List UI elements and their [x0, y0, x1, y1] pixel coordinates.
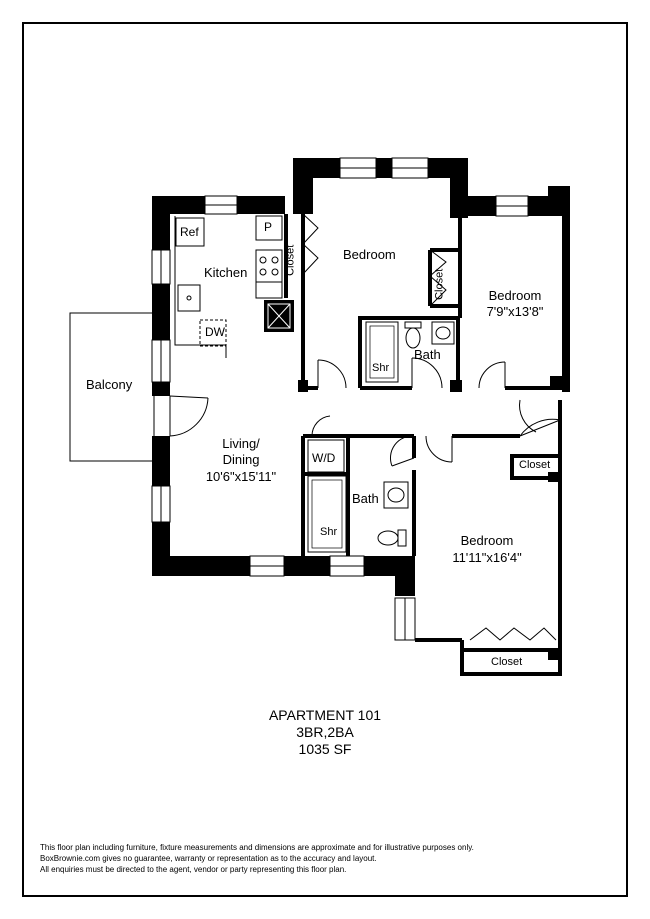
pantry-fixture [255, 215, 283, 241]
bedroom3-label: Bedroom [460, 533, 514, 548]
apartment-area: 1035 SF [298, 741, 352, 757]
pantry-label: P [264, 220, 273, 234]
kitchen-label: Kitchen [204, 265, 248, 280]
disclaimer-line-3: All enquiries must be directed to the ag… [40, 865, 347, 874]
bedroom2-dimensions: 7'9"x13'8" [486, 304, 544, 319]
balcony-label: Balcony [86, 377, 133, 392]
sink-fixture [177, 284, 201, 312]
disclaimer-line-2: BoxBrownie.com gives no guarantee, warra… [40, 854, 377, 863]
living-dimensions: 10'6"x15'11" [205, 469, 277, 484]
hall-closet-label: Closet [519, 459, 551, 471]
bath1-label: Bath [414, 347, 441, 362]
disclaimer-line-1: This floor plan including furniture, fix… [40, 843, 474, 852]
kitchen-closet-label: Closet [284, 244, 297, 276]
bedroom3-closet-label: Closet [491, 656, 523, 668]
dishwasher-label: DW [205, 325, 225, 339]
bath2-label: Bath [352, 491, 379, 506]
doors [169, 213, 561, 641]
washer-dryer-fixture [307, 439, 345, 473]
dining-label: Dining [222, 452, 260, 467]
shower2-label: Shr [320, 526, 338, 538]
washer-dryer-label: W/D [312, 451, 336, 465]
stove-fixture [255, 249, 283, 283]
apartment-title: APARTMENT 101 3BR,2BA 1035 SF [0, 707, 650, 758]
wall-stubs [298, 376, 564, 660]
disclaimer: This floor plan including furniture, fix… [40, 842, 600, 875]
balcony-area [69, 312, 155, 462]
bedroom1-label: Bedroom [343, 247, 396, 262]
apartment-layout: 3BR,2BA [296, 724, 354, 740]
ref-label: Ref [180, 225, 199, 239]
dishwasher-fixture [199, 319, 227, 347]
page-border [22, 22, 628, 897]
interior-walls [284, 214, 566, 676]
living-label: Living/ [222, 436, 260, 451]
refrigerator-fixture [175, 217, 205, 247]
apartment-name: APARTMENT 101 [268, 707, 382, 723]
bedroom3-dimensions: 11'11"x16'4" [452, 550, 522, 565]
bedroom2-closet-label: Closet [433, 268, 446, 300]
shower-fixture-1 [365, 321, 399, 383]
shower-fixture-2 [307, 475, 347, 553]
shower1-label: Shr [372, 362, 390, 374]
fixtures [174, 215, 455, 553]
bedroom2-label: Bedroom [488, 288, 542, 303]
